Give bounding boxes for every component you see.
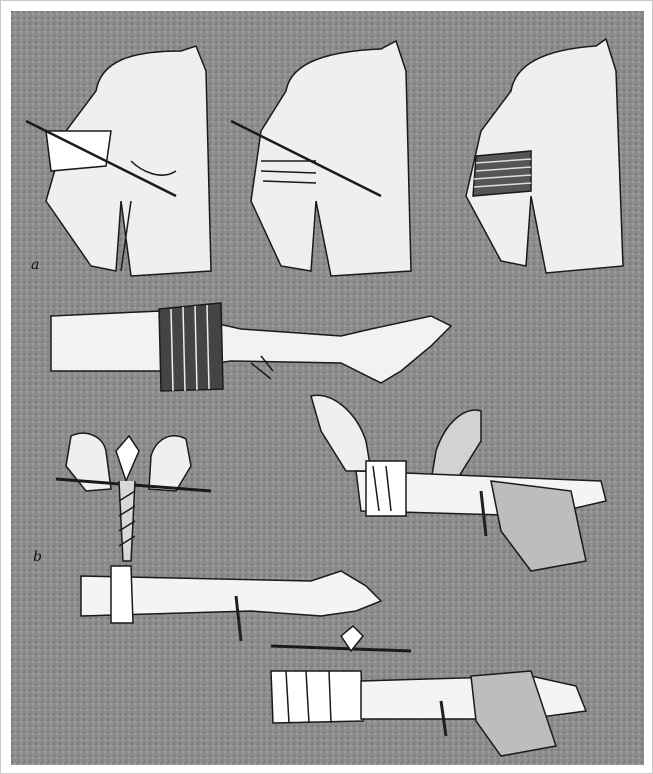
panel-label-a: a [31,257,39,273]
illustration-plate: a b [11,11,644,765]
panel-label-b: b [33,549,42,565]
tourniquet-illustration [11,11,644,765]
